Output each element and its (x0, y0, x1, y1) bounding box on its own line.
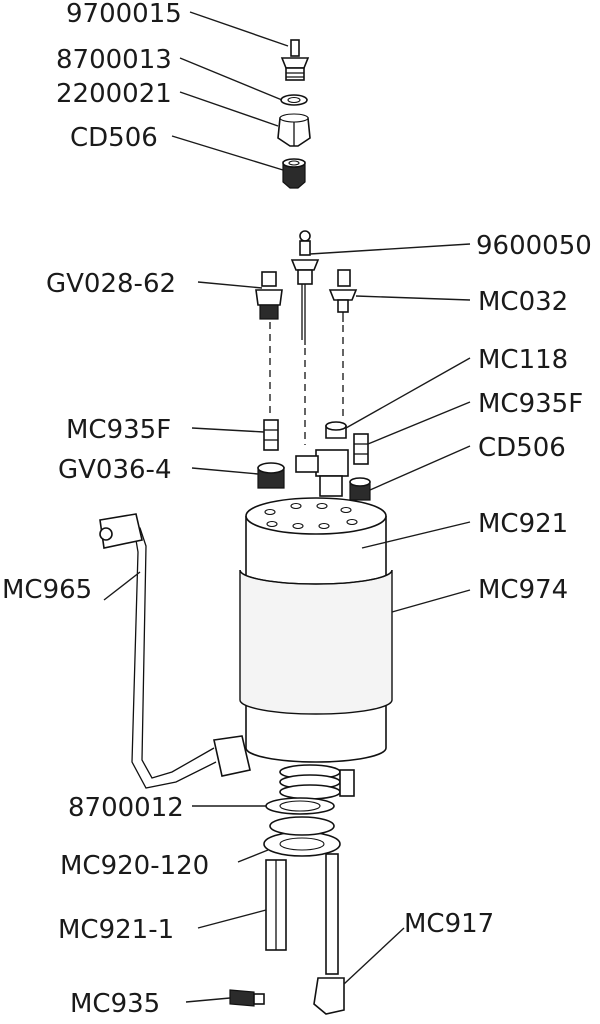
part-mc974-sleeve (239, 569, 393, 715)
label-8700013: 8700013 (56, 45, 172, 75)
leader-2200021 (179, 91, 279, 127)
label-mc032: MC032 (478, 287, 568, 317)
leader-cd506-mid (369, 445, 471, 491)
label-mc920-120: MC920-120 (60, 851, 209, 881)
label-mc965: MC965 (2, 575, 92, 605)
leader-mc032 (355, 295, 471, 301)
leader-mc965 (103, 571, 141, 601)
leader-mc921-1 (197, 909, 267, 929)
part-mc921-1-element (265, 859, 287, 951)
leader-mc935 (185, 997, 231, 1003)
part-8700012-gasket (265, 797, 335, 815)
label-gv036-4: GV036-4 (58, 455, 171, 485)
label-cd506-top: CD506 (70, 123, 158, 153)
leader-mc974 (391, 589, 471, 613)
label-8700012: 8700012 (68, 793, 184, 823)
part-bottom-spring (279, 764, 355, 800)
label-mc974: MC974 (478, 575, 568, 605)
label-2200021: 2200021 (56, 79, 172, 109)
label-mc921-1: MC921-1 (58, 915, 174, 945)
leader-9700015 (189, 11, 289, 47)
label-mc935f-right: MC935F (478, 389, 583, 419)
part-cd506-top-bushing (282, 158, 306, 189)
leader-gv028-62 (197, 281, 263, 289)
label-mc118: MC118 (478, 345, 568, 375)
leader-cd506-top (171, 135, 284, 171)
label-mc935: MC935 (70, 989, 160, 1019)
part-cd506-mid-bushing (349, 477, 371, 501)
part-8700013-washer (280, 94, 308, 106)
part-mc965-pipe (99, 513, 251, 789)
label-9600050: 9600050 (476, 231, 592, 261)
leader-mc917 (343, 927, 405, 985)
leader-gv036-4 (191, 467, 259, 475)
part-mc118-cap (325, 421, 347, 439)
leader-mc921 (361, 521, 471, 549)
part-mc935-fitting (229, 989, 265, 1007)
part-gv028-62-fitting (255, 271, 283, 320)
leader-mc118 (345, 357, 471, 429)
part-9700015-fitting (280, 39, 310, 81)
part-9600050-probe (290, 230, 320, 345)
label-gv028-62: GV028-62 (46, 269, 176, 299)
label-mc917: MC917 (404, 909, 494, 939)
label-mc921: MC921 (478, 509, 568, 539)
leader-mc920-120 (237, 849, 269, 863)
part-tee-fitting (295, 449, 349, 497)
leader-mc935f-left (191, 427, 265, 433)
leader-8700013 (179, 57, 283, 101)
part-mc920-120-flange (263, 816, 341, 857)
label-cd506-mid: CD506 (478, 433, 566, 463)
part-gv036-4-bushing (257, 462, 285, 489)
leader-9600050 (309, 243, 471, 255)
part-2200021-nut (277, 113, 311, 147)
part-mc032-probe (328, 269, 358, 322)
label-mc935f-left: MC935F (66, 415, 171, 445)
part-mc935f-left-fitting (263, 419, 279, 451)
part-mc935f-right-fitting (353, 433, 369, 465)
leader-mc935f-right (367, 401, 471, 445)
label-9700015: 9700015 (66, 0, 182, 29)
part-mc917-element (313, 853, 345, 1015)
